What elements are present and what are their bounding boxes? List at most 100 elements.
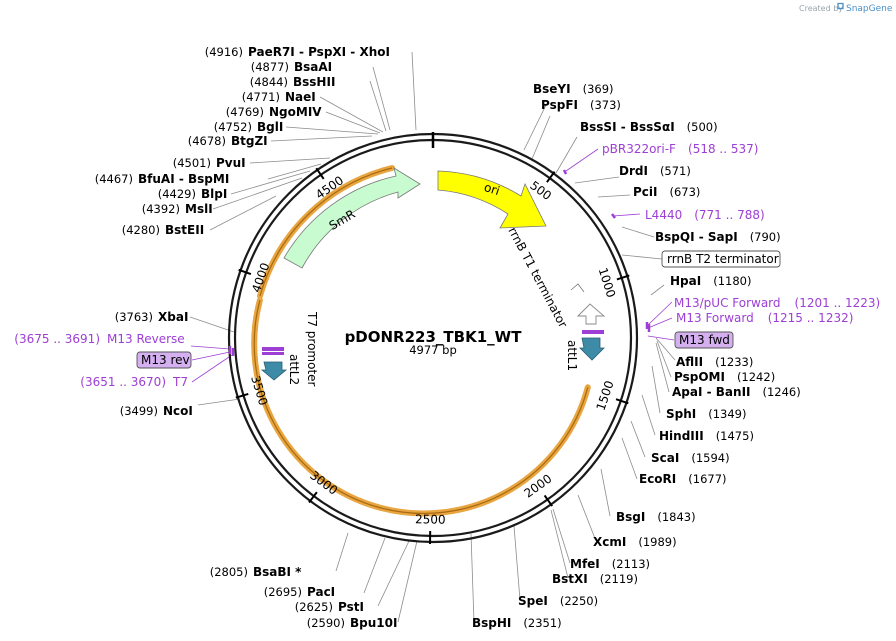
primer-range: (3651 .. 3670) bbox=[80, 375, 166, 389]
m13-fwd-callout: M13 fwd bbox=[674, 331, 734, 349]
primer-label: M13 Forward(1215 .. 1232) bbox=[676, 311, 853, 325]
site-enzyme-name: SpeI bbox=[518, 594, 548, 608]
site-label: (4752)BglI bbox=[214, 120, 284, 134]
site-label: BssSI - BssSαI (500) bbox=[580, 120, 718, 134]
primer-label: (3651 .. 3670) T7 bbox=[80, 375, 188, 389]
site-enzyme-name: AflII bbox=[676, 355, 703, 369]
primer-label: (3675 .. 3691)M13 Reverse bbox=[14, 332, 184, 346]
rrnb-t2-marker bbox=[576, 303, 606, 325]
site-position: (2805) bbox=[210, 565, 248, 579]
site-label: (3499) NcoI bbox=[120, 404, 193, 418]
restriction-site-labels: (4916)PaeR7I - PspXI - XhoI(4877)BsaAI(4… bbox=[95, 45, 801, 630]
tick-mark bbox=[235, 392, 249, 399]
plasmid-name: pDONR223_TBK1_WT bbox=[345, 328, 523, 346]
site-position: (1843) bbox=[657, 510, 695, 524]
site-position: (500) bbox=[687, 120, 718, 134]
site-enzyme-name: HpaI bbox=[670, 274, 701, 288]
site-position: (4392) bbox=[142, 202, 180, 216]
smr-feature: SmR bbox=[283, 167, 421, 269]
rrnb-t2-label: rrnB T2 terminator bbox=[667, 252, 779, 266]
site-position: (2695) bbox=[264, 585, 302, 599]
primer-marks bbox=[228, 169, 651, 356]
primer-name: M13 Forward bbox=[676, 311, 754, 325]
site-position: (3763) bbox=[115, 310, 153, 324]
site-position: (4771) bbox=[242, 90, 280, 104]
site-label: (2625) PstI bbox=[295, 600, 364, 614]
primer-range: (771 .. 788) bbox=[694, 208, 764, 222]
primer-name: pBR322ori-F bbox=[602, 142, 676, 156]
site-enzyme-name: EcoRI bbox=[639, 472, 676, 486]
site-enzyme-name: DrdI bbox=[619, 164, 648, 178]
tick-mark bbox=[238, 268, 252, 276]
ori-feature: ori bbox=[437, 170, 547, 229]
site-label: (4877) BsaAI bbox=[251, 60, 332, 74]
site-label: (4467)BfuAI - BspMI bbox=[95, 172, 230, 186]
primer-range: (518 .. 537) bbox=[688, 142, 758, 156]
rrnb-t2-callout: rrnB T2 terminator bbox=[661, 250, 781, 268]
site-enzyme-name: BsaAI bbox=[294, 60, 332, 74]
site-enzyme-name: BsaBI * bbox=[253, 565, 302, 579]
m13-fwd-label: M13 fwd bbox=[679, 333, 730, 347]
site-position: (3499) bbox=[120, 404, 158, 418]
tick-mark bbox=[543, 494, 553, 507]
m13-rev-label: M13 rev bbox=[141, 353, 190, 367]
site-enzyme-name: NaeI bbox=[285, 90, 316, 104]
site-enzyme-name: Bpu10I bbox=[350, 616, 397, 630]
site-label: SpeI (2250) bbox=[518, 594, 598, 608]
site-label: (2695)PacI bbox=[264, 585, 335, 599]
t7-promoter-label: T7 promoter bbox=[305, 311, 319, 387]
tick-label: 1000 bbox=[596, 266, 619, 299]
attl2-label: attL2 bbox=[287, 354, 301, 385]
site-label: PspOMI(1242) bbox=[674, 370, 775, 384]
site-label: (4844)BssHII bbox=[250, 75, 336, 89]
site-label: PspFI(373) bbox=[541, 98, 621, 112]
site-enzyme-name: PspFI bbox=[541, 98, 578, 112]
site-label: (4771) NaeI bbox=[242, 90, 316, 104]
site-label: MfeI(2113) bbox=[570, 557, 650, 571]
site-label: (3763)XbaI bbox=[115, 310, 189, 324]
site-position: (1677) bbox=[688, 472, 726, 486]
tick-mark bbox=[315, 167, 325, 180]
primer-label: L4440 (771 .. 788) bbox=[645, 208, 765, 222]
site-label: (4678)BtgZI bbox=[188, 134, 268, 148]
plasmid-size: 4977 bp bbox=[409, 343, 457, 357]
site-position: (4877) bbox=[251, 60, 289, 74]
site-label: (4501)PvuI bbox=[173, 156, 246, 170]
site-position: (369) bbox=[583, 82, 614, 96]
site-position: (2250) bbox=[560, 594, 598, 608]
site-position: (2351) bbox=[523, 616, 561, 630]
site-position: (4467) bbox=[95, 172, 133, 186]
tick-mark bbox=[615, 398, 629, 405]
site-label: BstXI(2119) bbox=[552, 572, 638, 586]
site-position: (1989) bbox=[638, 535, 676, 549]
site-enzyme-name: ScaI bbox=[651, 451, 679, 465]
site-label: HpaI (1180) bbox=[670, 274, 751, 288]
site-enzyme-name: NcoI bbox=[163, 404, 193, 418]
site-label: (4280)BstEII bbox=[122, 223, 204, 237]
site-position: (4916) bbox=[205, 45, 243, 59]
site-enzyme-name: PstI bbox=[338, 600, 364, 614]
site-enzyme-name: MfeI bbox=[570, 557, 600, 571]
site-position: (4752) bbox=[214, 120, 252, 134]
primer-name: T7 bbox=[172, 375, 188, 389]
primer-name: M13 Reverse bbox=[107, 332, 185, 346]
site-label: BseYI(369) bbox=[533, 82, 614, 96]
site-enzyme-name: MslI bbox=[185, 202, 213, 216]
site-position: (2625) bbox=[295, 600, 333, 614]
primer-label: M13/pUC Forward(1201 .. 1223) bbox=[674, 296, 880, 310]
site-position: (1180) bbox=[713, 274, 751, 288]
primer-range: (1201 .. 1223) bbox=[795, 296, 881, 310]
site-position: (4429) bbox=[158, 187, 196, 201]
primer-name: L4440 bbox=[645, 208, 682, 222]
site-position: (1349) bbox=[708, 407, 746, 421]
site-label: SphI(1349) bbox=[666, 407, 747, 421]
site-enzyme-name: ApaI - BanII bbox=[672, 385, 751, 399]
m13-rev-callout: M13 rev bbox=[136, 351, 192, 369]
snapgene-logo-icon bbox=[837, 2, 844, 10]
site-position: (4678) bbox=[188, 134, 226, 148]
site-position: (571) bbox=[660, 164, 691, 178]
site-label: (4392) MslI bbox=[142, 202, 213, 216]
site-label: ScaI(1594) bbox=[651, 451, 730, 465]
site-enzyme-name: BstXI bbox=[552, 572, 588, 586]
site-enzyme-name: BssSI - BssSαI bbox=[580, 120, 675, 134]
